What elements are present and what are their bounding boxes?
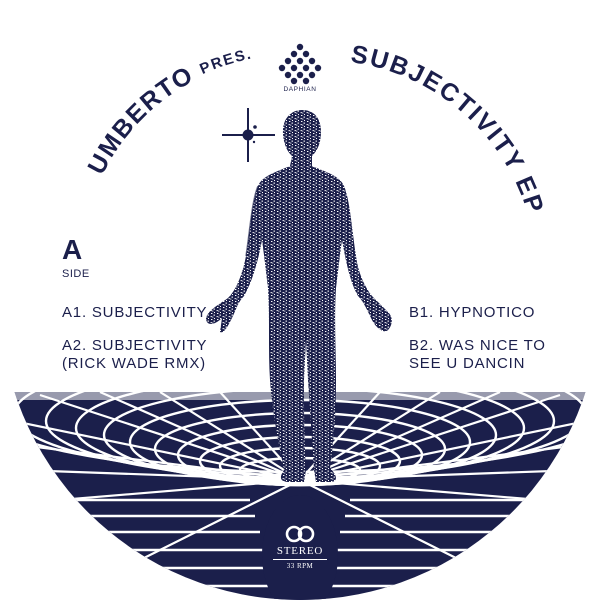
track-line: A1. SUBJECTIVITY (62, 304, 208, 321)
track-line: B2. WAS NICE TO (409, 337, 546, 354)
track-line: B1. HYPNOTICO (409, 304, 536, 321)
track-b2: B2. WAS NICE TO SEE U DANCIN (409, 337, 546, 373)
stereo-text: STEREO (276, 545, 324, 557)
track-line: (RICK WADE RMX) (62, 355, 206, 372)
track-line: A2. SUBJECTIVITY (62, 337, 208, 354)
ep-title: SUBJECTIVITY EP (349, 40, 549, 218)
stereo-divider (273, 559, 327, 560)
side-word: SIDE (62, 268, 90, 280)
stippled-human-figure (206, 110, 392, 482)
record-label-name: DAPHIAN (283, 86, 317, 93)
track-line: SEE U DANCIN (409, 355, 526, 372)
track-a2: A2. SUBJECTIVITY (RICK WADE RMX) (62, 337, 207, 373)
four-point-star-icon (222, 108, 275, 162)
interlocked-rings-icon (285, 525, 315, 543)
track-b1: B1. HYPNOTICO (409, 304, 535, 322)
daphian-logo-icon (278, 43, 322, 85)
rpm-text: 33 RPM (286, 562, 314, 570)
side-letter: A (62, 234, 83, 265)
artist-name: UMBERTO PRES. (82, 46, 253, 179)
track-a1: A1. SUBJECTIVITY (62, 304, 207, 322)
